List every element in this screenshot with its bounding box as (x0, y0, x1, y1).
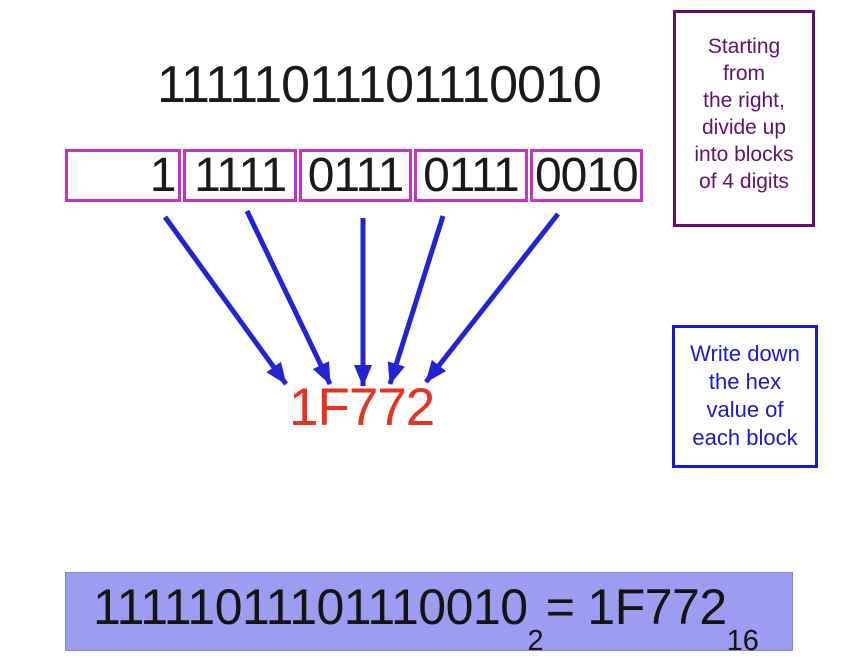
equation-banner: 111110111011100102=1F77216 (65, 572, 793, 656)
note-divide-into-blocks: Starting from the right, divide up into … (673, 10, 815, 227)
hex-result: 1F772 (289, 378, 435, 437)
binary-block-4: 0111 (414, 149, 528, 202)
arrow-block-2 (244, 209, 333, 386)
binary-block-5: 0010 (529, 149, 644, 202)
note-write-hex-value: Write down the hex value of each block (672, 325, 818, 468)
binary-number: 11111011101110010 (157, 56, 602, 114)
equation-binary: 11111011101110010 (93, 579, 528, 635)
binary-block-2: 1111 (183, 149, 297, 202)
binary-blocks-row: 1 1111 0111 0111 0010 (65, 149, 644, 202)
mapping-arrows (162, 209, 560, 388)
equation-equals: = (545, 579, 575, 635)
binary-block-1: 1 (65, 149, 182, 202)
conversion-equation: 111110111011100102=1F77216 (93, 579, 759, 656)
equation-hex: 1F772 (587, 579, 727, 635)
equation-hex-base: 16 (726, 625, 759, 657)
arrow-block-4 (387, 215, 446, 385)
arrow-block-1 (162, 215, 289, 386)
equation-binary-base: 2 (527, 625, 544, 657)
binary-block-3: 0111 (298, 149, 413, 202)
arrow-block-5 (424, 212, 560, 384)
